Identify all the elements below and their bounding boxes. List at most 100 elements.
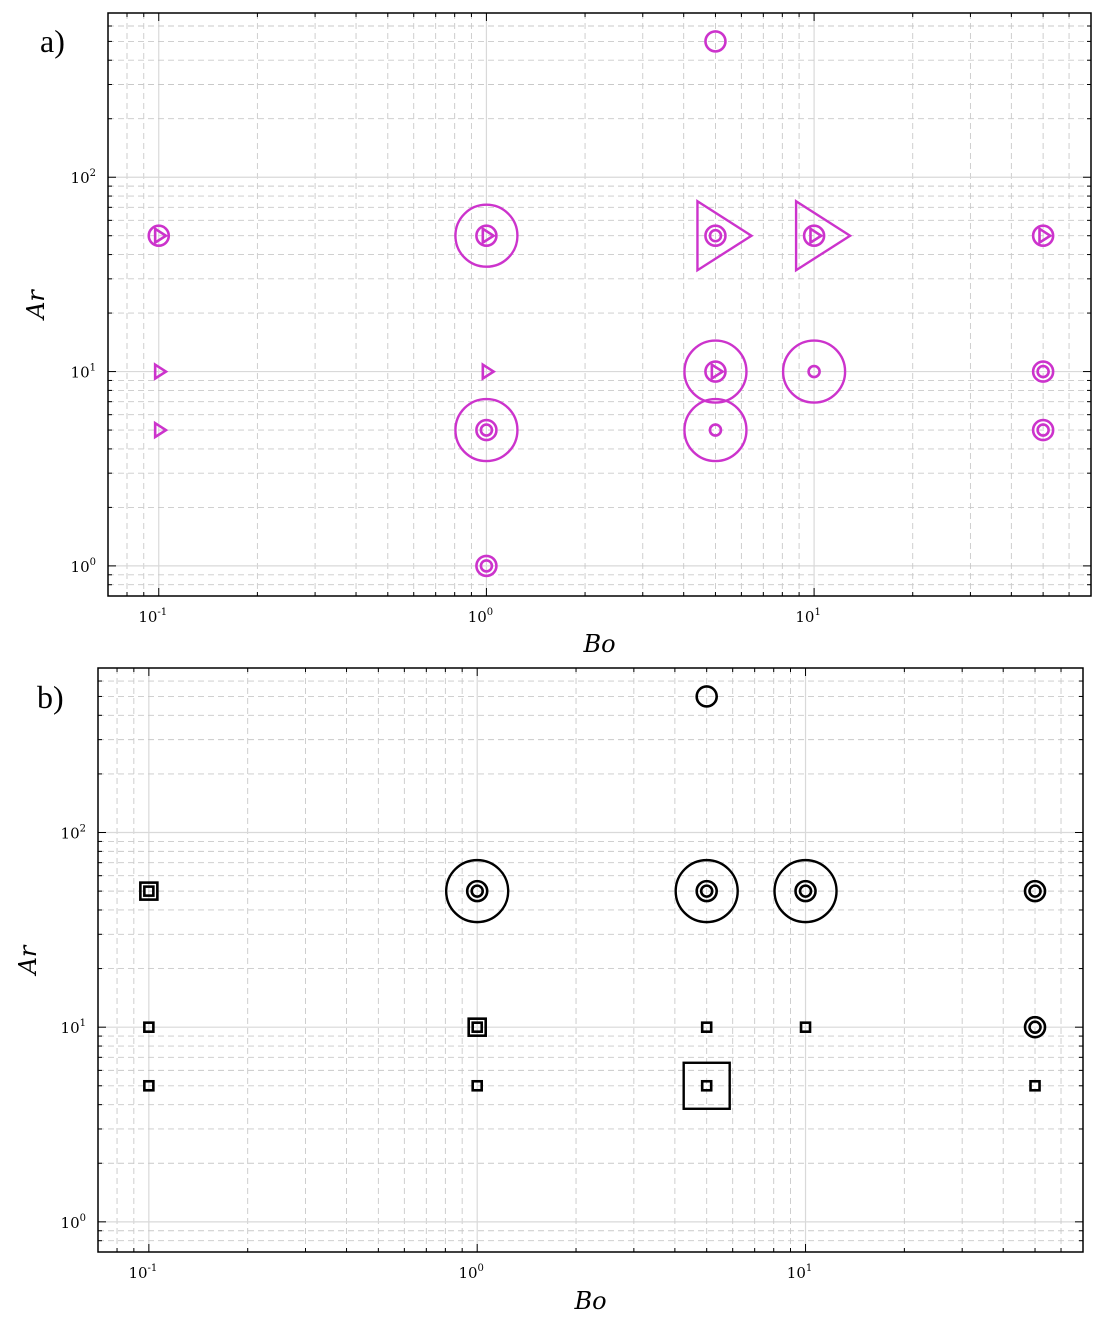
circle-marker [773, 858, 838, 924]
square-marker [139, 881, 159, 901]
data-point [139, 881, 159, 901]
x-tick-label: 101 [795, 607, 820, 626]
circle-marker [1028, 1020, 1042, 1034]
circle-marker [1031, 224, 1055, 248]
circle-marker [802, 224, 826, 248]
plot-frame [97, 667, 1084, 1253]
data-point [695, 685, 718, 708]
circle-marker [683, 397, 748, 463]
x-axis-label: Bo [573, 1287, 606, 1315]
data-point [799, 1021, 812, 1033]
square-marker [700, 1021, 713, 1033]
square-marker [799, 1021, 812, 1033]
x-tick-label: 10-1 [138, 607, 167, 626]
triangle-marker [710, 362, 726, 381]
circle-marker [444, 858, 510, 924]
data-point [143, 1021, 155, 1033]
data-point [794, 199, 853, 273]
circle-marker [683, 339, 748, 404]
triangle-marker [794, 199, 853, 273]
data-point [143, 1079, 155, 1092]
data-point [683, 339, 748, 404]
square-marker [682, 1061, 731, 1110]
circle-marker [781, 339, 847, 404]
circle-marker [1036, 364, 1050, 379]
data-point [682, 1061, 731, 1110]
data-point [674, 858, 739, 924]
data-point [696, 199, 754, 273]
square-marker [143, 1021, 155, 1033]
circle-marker [704, 224, 727, 248]
data-point [444, 858, 510, 924]
circle-marker [475, 418, 498, 442]
y-tick-label: 102 [71, 168, 96, 187]
panel-label: a) [40, 23, 65, 59]
data-point [454, 203, 519, 268]
circle-marker [1028, 884, 1042, 898]
circle-marker [704, 30, 727, 53]
data-point [153, 420, 169, 440]
x-tick-label: 100 [468, 607, 493, 626]
data-point [704, 30, 727, 53]
circle-marker [704, 360, 727, 383]
y-tick-label: 101 [71, 363, 96, 382]
circle-marker [794, 879, 817, 903]
data-point [1031, 224, 1055, 248]
circle-marker [1031, 360, 1055, 383]
circle-marker [798, 884, 813, 898]
data-point [467, 1017, 487, 1037]
data-point [147, 224, 171, 248]
data-point [781, 339, 847, 404]
data-point [1029, 1079, 1041, 1092]
data-point [700, 1021, 713, 1033]
circle-marker [695, 879, 718, 903]
circle-marker [475, 554, 498, 578]
data-point [773, 858, 838, 924]
data-point [1031, 360, 1055, 383]
data-point [481, 362, 497, 381]
data-points [139, 685, 1047, 1110]
circle-marker [470, 884, 484, 898]
panel-label: b) [37, 679, 64, 715]
data-point [1031, 418, 1055, 442]
data-point [1023, 1015, 1047, 1039]
circle-marker [708, 423, 723, 437]
data-point [454, 397, 519, 463]
y-tick-label: 102 [61, 824, 86, 843]
circle-marker [454, 397, 519, 463]
square-marker [471, 1079, 483, 1092]
circle-marker [699, 884, 714, 898]
square-marker [1029, 1079, 1041, 1092]
triangle-marker [809, 226, 824, 246]
triangle-marker [153, 226, 169, 246]
circle-marker [695, 685, 718, 708]
circle-marker [1031, 418, 1055, 442]
circle-marker [465, 879, 489, 903]
circle-marker [1023, 1015, 1047, 1039]
data-point [683, 397, 748, 463]
data-point [1023, 879, 1047, 903]
y-axis-label: Ar [14, 944, 42, 976]
x-tick-label: 100 [458, 1263, 483, 1282]
y-tick-label: 101 [61, 1018, 86, 1037]
data-points [147, 30, 1055, 578]
x-axis-label: Bo [582, 630, 615, 658]
circle-marker [454, 203, 519, 268]
triangle-marker [153, 420, 169, 440]
circle-marker [475, 224, 498, 248]
square-marker [471, 1021, 483, 1033]
square-marker [143, 1079, 155, 1092]
y-axis-label: Ar [22, 289, 50, 321]
circle-marker [674, 858, 739, 924]
circle-marker [1036, 423, 1050, 437]
circle-marker [479, 559, 494, 573]
triangle-marker [481, 226, 497, 246]
triangle-marker [153, 362, 169, 381]
circle-marker [479, 423, 494, 437]
grid [98, 668, 1083, 1253]
data-point [475, 554, 498, 578]
triangle-marker [481, 362, 497, 381]
y-tick-label: 100 [61, 1213, 86, 1232]
